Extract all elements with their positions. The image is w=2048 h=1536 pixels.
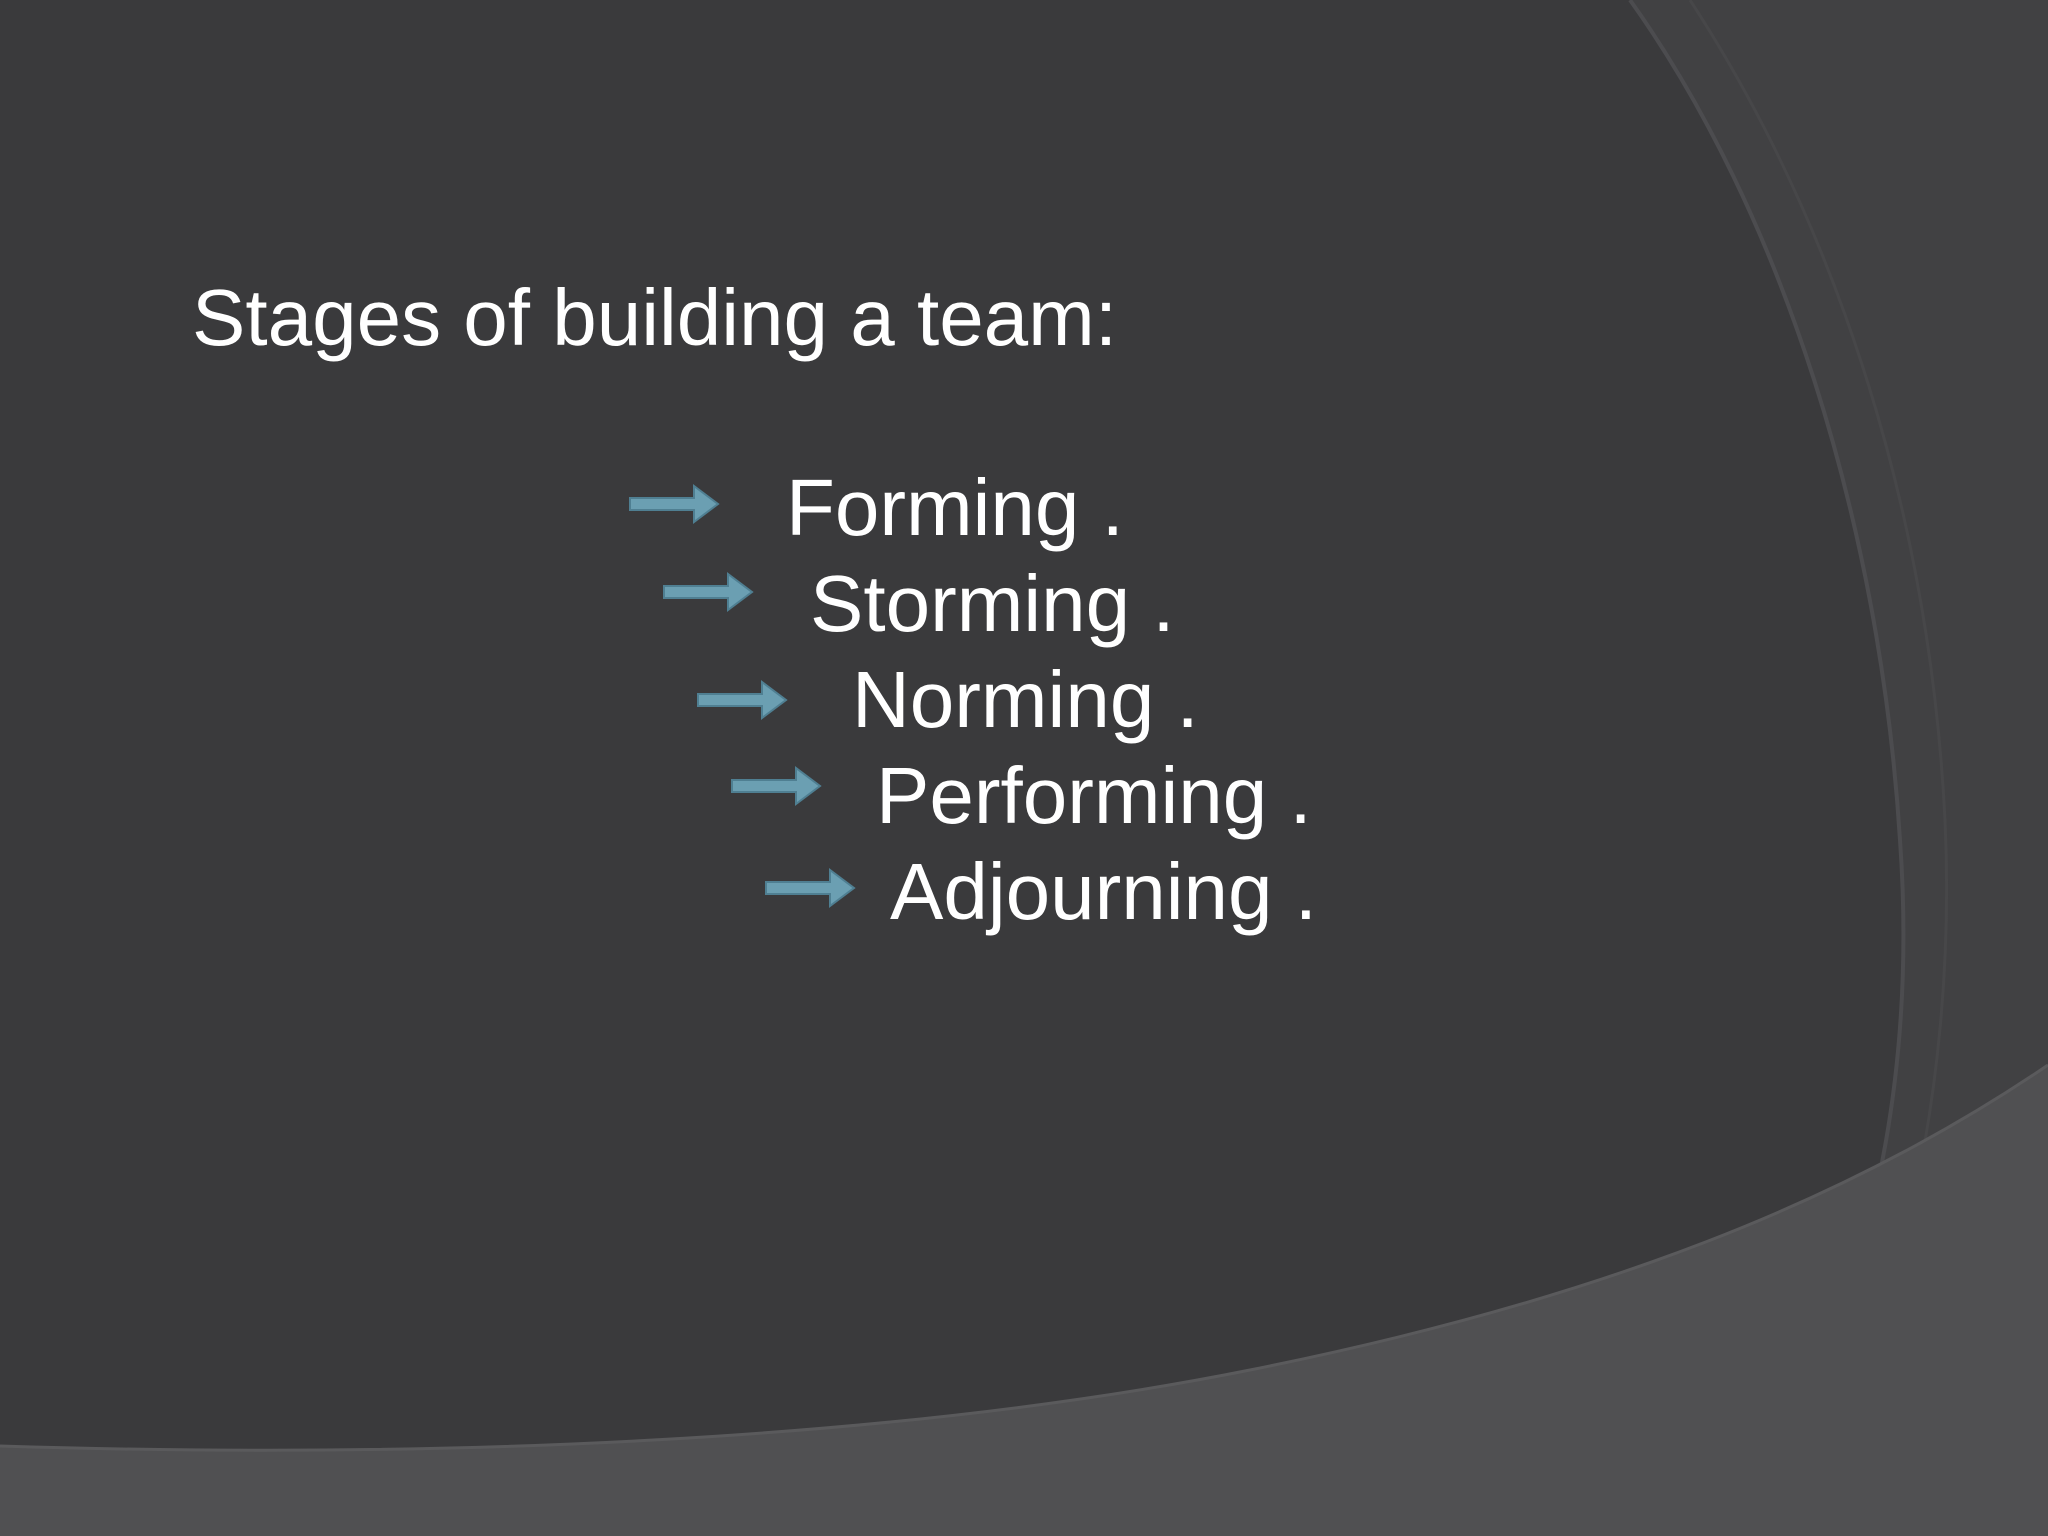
right-arrow-icon: [629, 484, 720, 524]
slide-title: Stages of building a team:: [192, 273, 1118, 362]
stage-label: Adjourning .: [890, 847, 1317, 936]
right-arrow-icon: [765, 868, 856, 908]
right-arrow-icon: [731, 766, 822, 806]
stage-label: Forming .: [786, 463, 1124, 552]
right-arrow-icon: [663, 572, 754, 612]
right-arrow-icon: [697, 680, 788, 720]
stage-label: Performing .: [876, 751, 1312, 840]
stage-label: Storming .: [810, 559, 1175, 648]
stage-label: Norming .: [852, 655, 1199, 744]
